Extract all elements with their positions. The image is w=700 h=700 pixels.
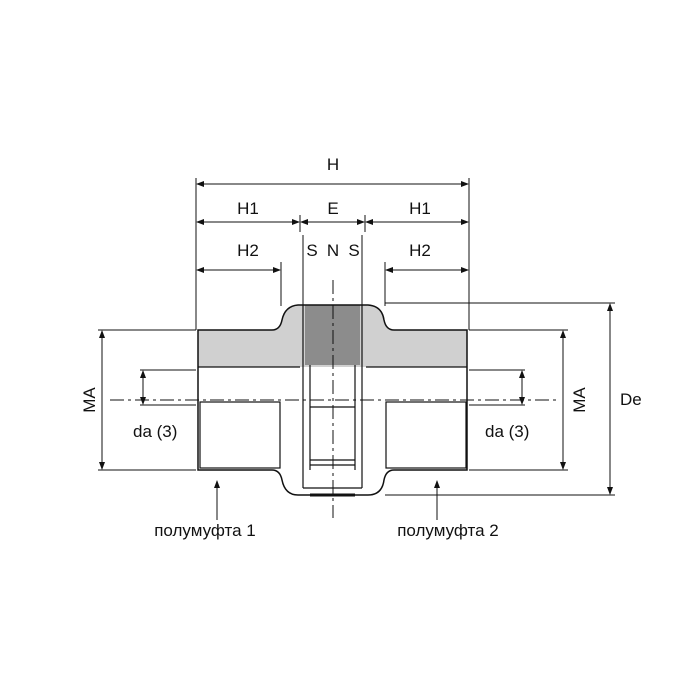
label-H1-right: H1 [409,199,431,218]
label-half2: полумуфта 2 [397,521,499,540]
label-half1: полумуфта 1 [154,521,256,540]
label-MA-right: MA [570,387,589,413]
label-MA-left: MA [80,387,99,413]
label-S-right: S [348,241,359,260]
outline [197,304,468,496]
label-N: N [327,241,339,260]
label-H1-left: H1 [237,199,259,218]
label-De: De [620,390,642,409]
label-H: H [327,155,339,174]
pointer-arrows [214,480,440,520]
label-da-left: da (3) [133,422,177,441]
dimension-lines [99,181,613,495]
extension-lines [98,178,615,496]
coupling-body [110,280,560,518]
label-H2-left: H2 [237,241,259,260]
label-S-left: S [306,241,317,260]
label-E: E [327,199,338,218]
label-da-right: da (3) [485,422,529,441]
label-H2-right: H2 [409,241,431,260]
